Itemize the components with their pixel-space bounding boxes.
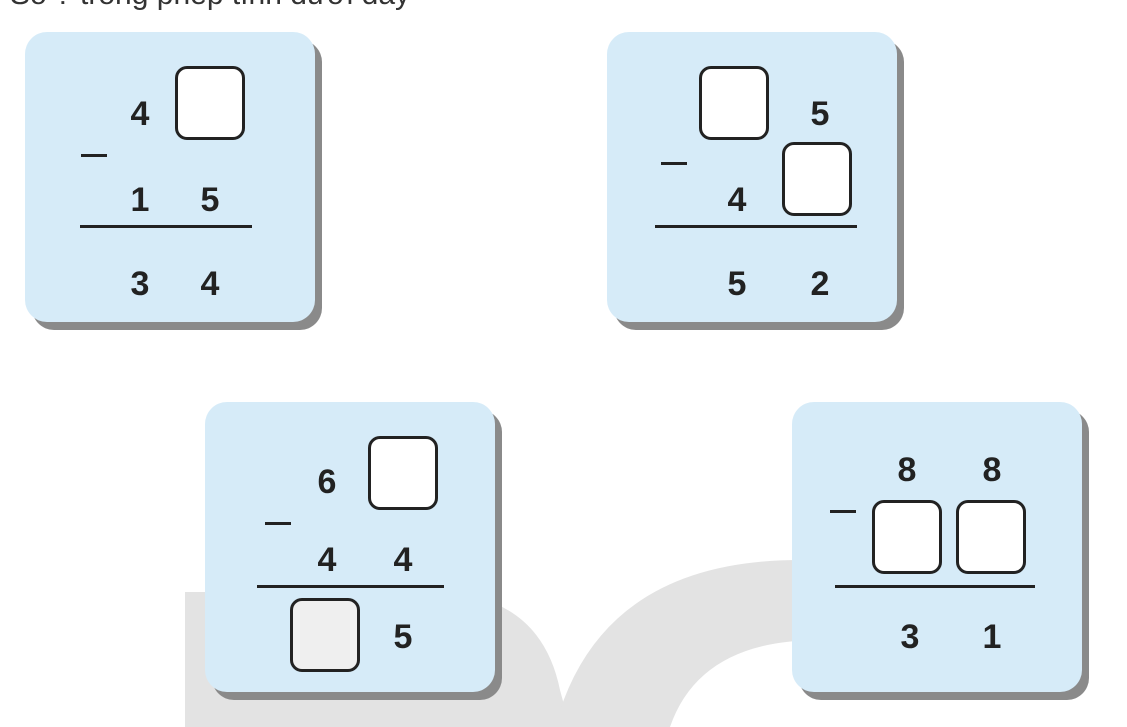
answer-box-top-ones[interactable] (368, 436, 438, 510)
result-ones-digit: 2 (810, 265, 830, 303)
sum-line (655, 225, 857, 228)
top-tens-digit: 6 (317, 463, 337, 501)
top-tens-digit: 4 (130, 95, 150, 133)
answer-box-bottom-ones[interactable] (782, 142, 852, 216)
answer-box-result-tens[interactable] (290, 598, 360, 672)
subtraction-card-2: 5 4 5 2 (607, 32, 897, 322)
sum-line (257, 585, 444, 588)
instruction-text-cut: Số ? trong phép tính dưới đây (10, 0, 410, 12)
answer-box-bottom-ones[interactable] (956, 500, 1026, 574)
minus-sign (81, 154, 107, 157)
sum-line (80, 225, 252, 228)
result-ones-digit: 4 (200, 265, 220, 303)
subtraction-card-1: 4 1 5 3 4 (25, 32, 315, 322)
sum-line (835, 585, 1035, 588)
minus-sign (265, 522, 291, 525)
top-tens-digit: 8 (897, 451, 917, 489)
subtraction-card-4: 8 8 3 1 (792, 402, 1082, 692)
subtraction-card-3: 6 4 4 5 (205, 402, 495, 692)
minus-sign (830, 510, 856, 513)
result-ones-digit: 5 (393, 618, 413, 656)
result-tens-digit: 3 (900, 618, 920, 656)
answer-box-bottom-tens[interactable] (872, 500, 942, 574)
bottom-tens-digit: 4 (317, 541, 337, 579)
bottom-tens-digit: 1 (130, 181, 150, 219)
result-ones-digit: 1 (982, 618, 1002, 656)
bottom-ones-digit: 4 (393, 541, 413, 579)
result-tens-digit: 3 (130, 265, 150, 303)
answer-box-top-tens[interactable] (699, 66, 769, 140)
top-ones-digit: 5 (810, 95, 830, 133)
minus-sign (661, 162, 687, 165)
result-tens-digit: 5 (727, 265, 747, 303)
bottom-tens-digit: 4 (727, 181, 747, 219)
top-ones-digit: 8 (982, 451, 1002, 489)
answer-box-top-ones[interactable] (175, 66, 245, 140)
bottom-ones-digit: 5 (200, 181, 220, 219)
